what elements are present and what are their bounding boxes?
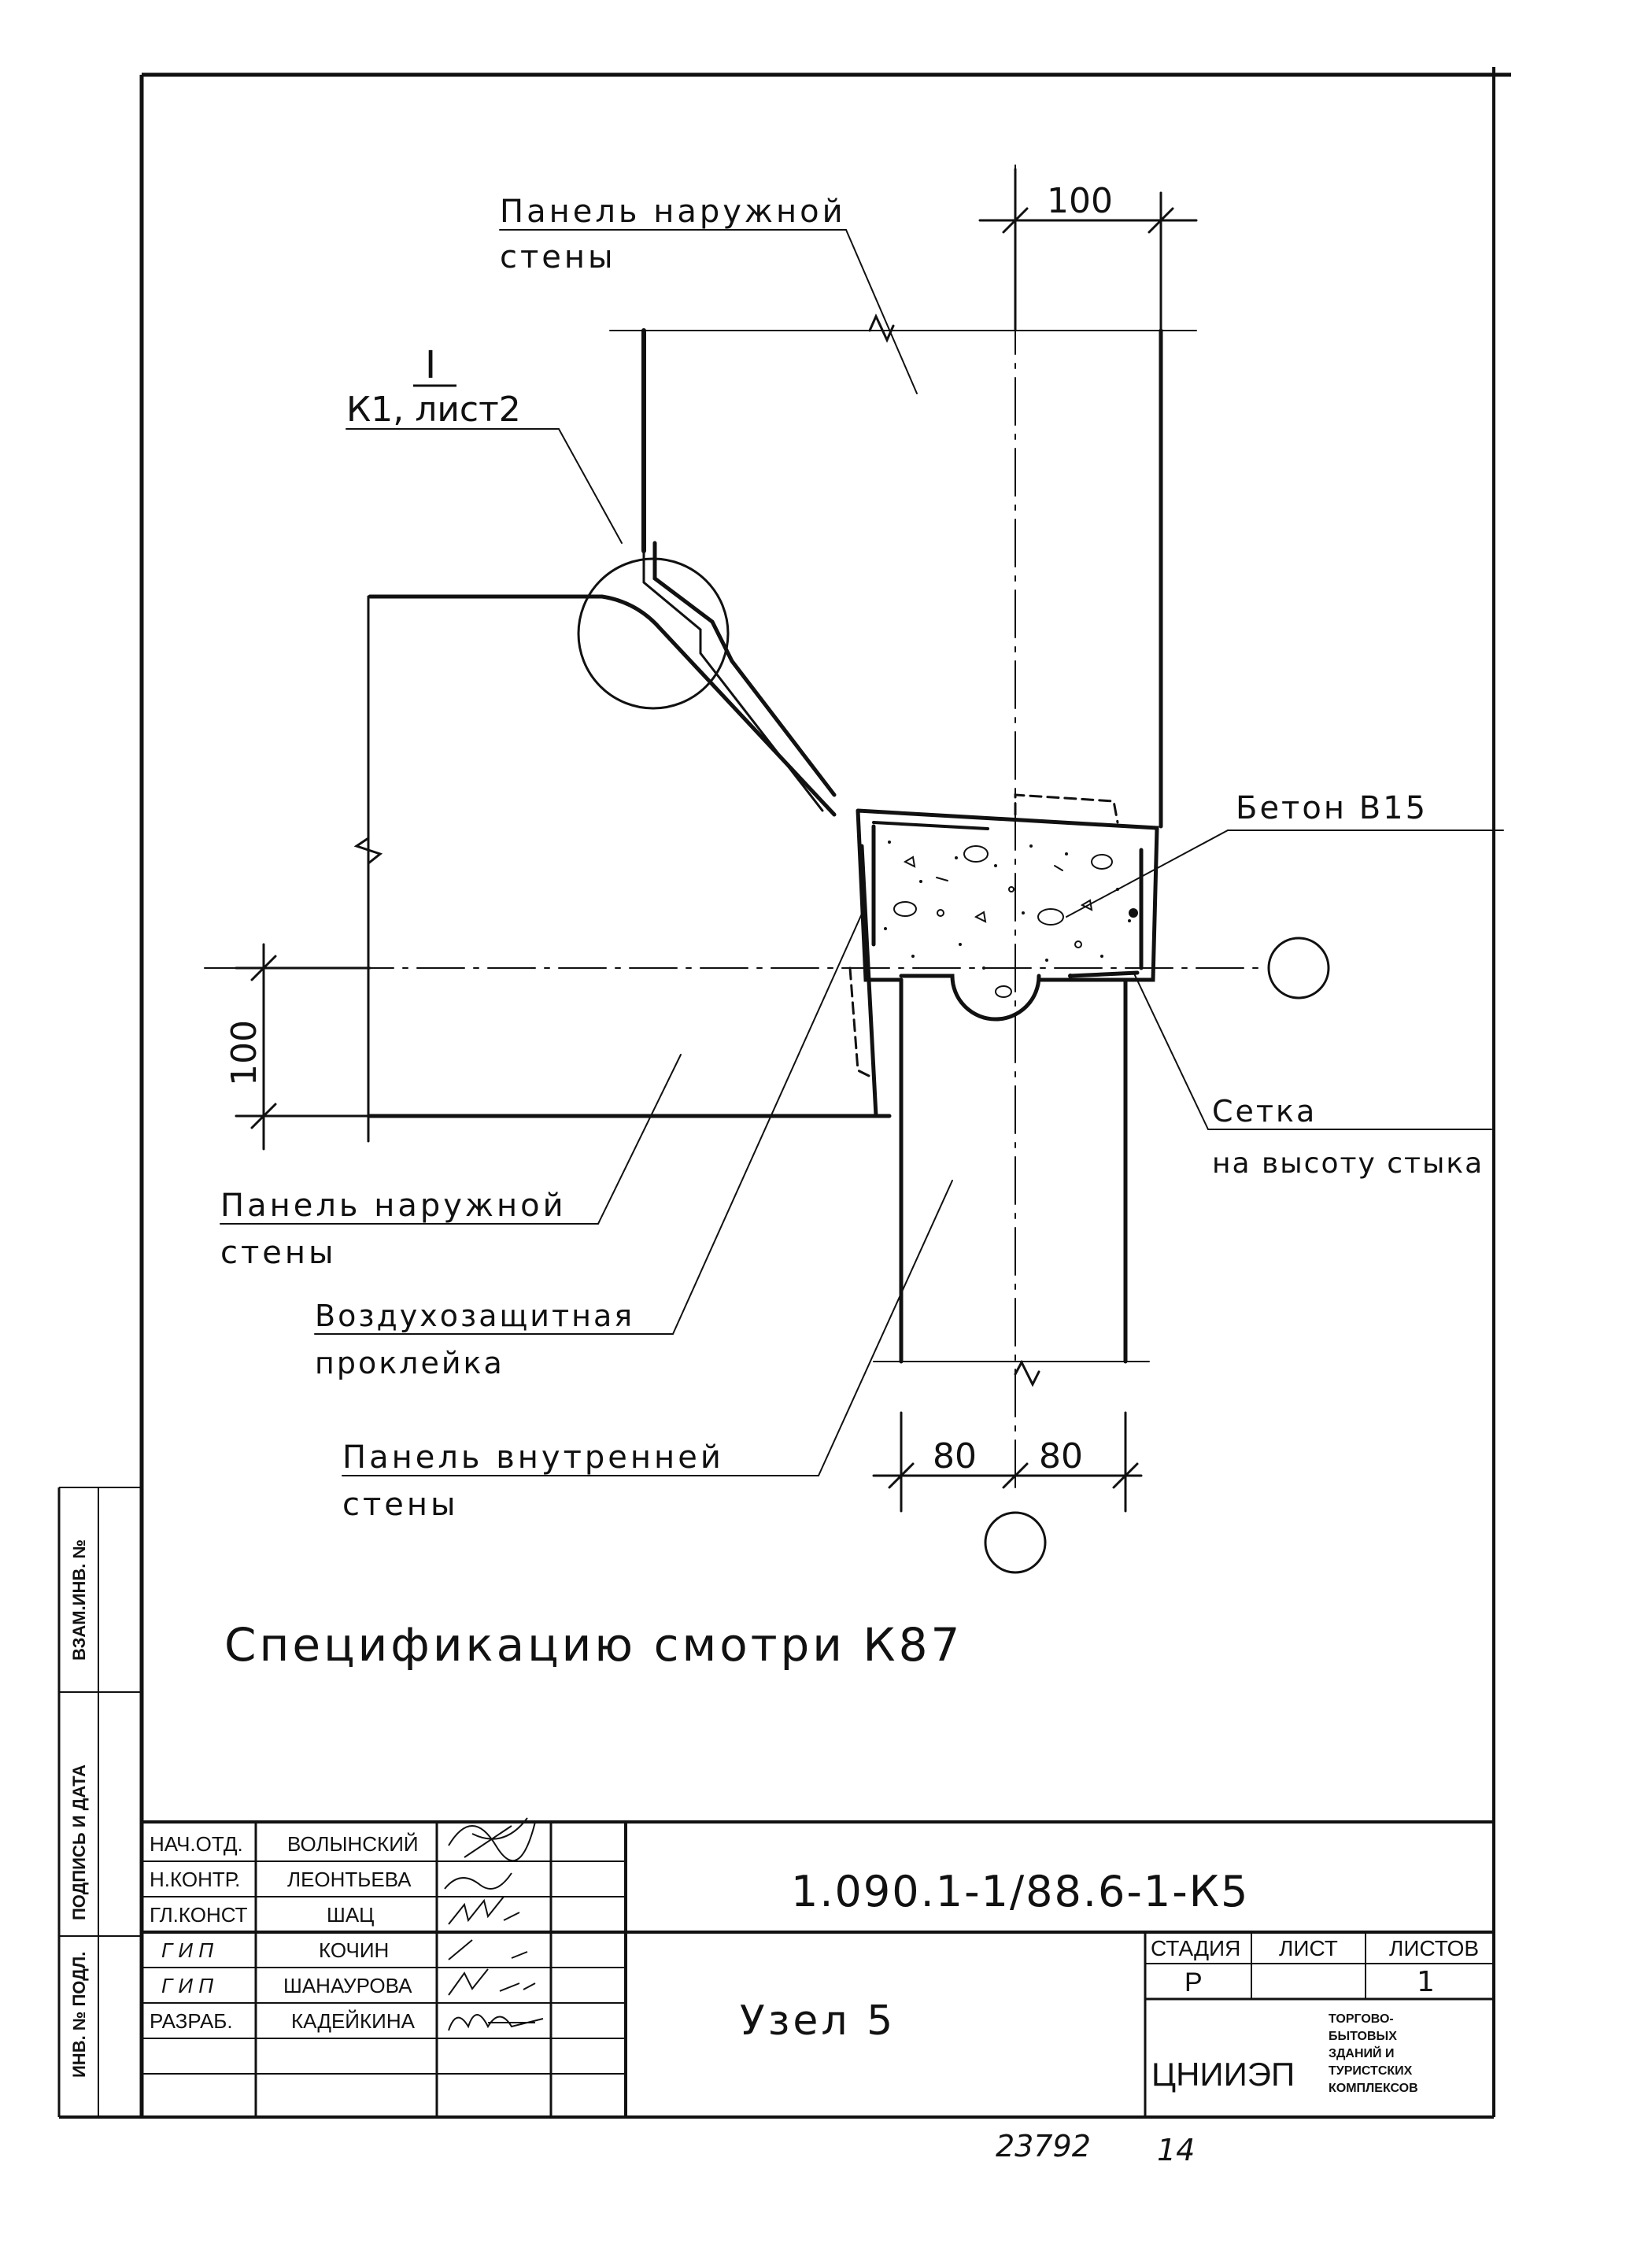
title-block (142, 1820, 1494, 2117)
node-drawing (204, 164, 1504, 1574)
role-gl-konst: ГЛ.КОНСТ (150, 1903, 248, 1927)
side-stamp-inv-podl: ИНВ. № ПОДЛ. (69, 1952, 89, 2078)
footer: 23792 14 (996, 2129, 1195, 2167)
role-gip-1: Г И П (161, 1938, 213, 1962)
name-razrab: КАДЕЙКИНА (291, 2009, 416, 2033)
org-sub-1: ТОРГОВО- (1329, 2012, 1394, 2026)
axis-marker-right (1267, 937, 1330, 1000)
label-outer-panel-top-line2: стены (500, 239, 616, 275)
node-ref-sheet: К1, лист2 (346, 390, 521, 430)
sheet-frame (57, 67, 1511, 2119)
label-air-seal-line2: проклейка (315, 1346, 504, 1380)
name-gip-1: КОЧИН (319, 1938, 389, 1962)
label-mesh-line1: Сетка (1212, 1094, 1317, 1129)
label-inner-panel-line1: Панель внутренней (342, 1439, 724, 1476)
dimension-bottom (872, 1411, 1143, 1513)
spec-note: Спецификацию смотри К87 (224, 1618, 963, 1672)
concrete-hatch (893, 845, 1113, 998)
role-n-kontr: Н.КОНТР. (150, 1868, 240, 1891)
role-nach-otd: НАЧ.ОТД. (150, 1832, 243, 1856)
stage-header: СТАДИЯ (1151, 1936, 1240, 1960)
sheets-value: 1 (1417, 1966, 1435, 1998)
role-razrab: РАЗРАБ. (150, 2009, 233, 2033)
sheet-title: Узел 5 (740, 1997, 896, 2045)
org-sub-2: БЫТОВЫХ (1329, 2030, 1397, 2043)
name-gl-konst: ШАЦ (327, 1903, 374, 1927)
label-mesh-line2: на высоту стыка (1212, 1147, 1484, 1180)
sheets-header: ЛИСТОВ (1389, 1936, 1479, 1960)
label-air-seal-line1: Воздухозащитная (315, 1299, 634, 1333)
dimension-left-value: 100 (224, 1020, 264, 1086)
node-ref-roman: I (425, 343, 436, 387)
org-sub-3: ЗДАНИЙ И (1329, 2045, 1394, 2060)
sheet-header: ЛИСТ (1279, 1936, 1338, 1960)
page-number: 14 (1157, 2133, 1195, 2167)
concrete-dots (884, 841, 1138, 978)
org-sub-4: ТУРИСТСКИХ (1329, 2064, 1413, 2078)
dimension-bottom-right-value: 80 (1039, 1436, 1083, 1476)
name-nach-otd: ВОЛЫНСКИЙ (287, 1832, 419, 1856)
inventory-number: 23792 (996, 2129, 1091, 2163)
document-designation: 1.090.1-1/88.6-1-К5 (791, 1867, 1249, 1916)
org-name: ЦНИИЭП (1151, 2056, 1295, 2093)
dimension-left (235, 943, 371, 1151)
name-gip-2: ШАНАУРОВА (283, 1974, 412, 1997)
stage-value: Р (1184, 1968, 1203, 1997)
label-inner-panel-line2: стены (342, 1487, 459, 1523)
label-concrete: Бетон В15 (1236, 790, 1428, 826)
name-n-kontr: ЛЕОНТЬЕВА (287, 1868, 412, 1891)
side-stamp-vzam-inv: ВЗАМ.ИНВ. № (69, 1539, 89, 1661)
role-gip-2: Г И П (161, 1974, 213, 1997)
side-stamp: ИНВ. № ПОДЛ. ПОДПИСЬ И ДАТА ВЗАМ.ИНВ. № (69, 1539, 89, 2078)
label-outer-panel-left-line2: стены (220, 1235, 337, 1271)
dimension-top-value: 100 (1047, 181, 1113, 221)
signatures (444, 1817, 544, 2031)
org-sub-5: КОМПЛЕКСОВ (1329, 2082, 1418, 2095)
side-stamp-podpis-data: ПОДПИСЬ И ДАТА (69, 1764, 89, 1920)
dimension-top (978, 168, 1198, 332)
drawing-labels: Панель наружной стены I К1, лист2 Бетон … (220, 181, 1484, 1672)
dimension-bottom-left-value: 80 (933, 1436, 977, 1476)
axis-marker-bottom (984, 1511, 1047, 1574)
label-outer-panel-left-line1: Панель наружной (220, 1188, 567, 1224)
label-outer-panel-top-line1: Панель наружной (500, 194, 846, 230)
axis-lines (204, 164, 1260, 1496)
leader-lines (220, 229, 1504, 1476)
title-block-texts: НАЧ.ОТД. ВОЛЫНСКИЙ Н.КОНТР. ЛЕОНТЬЕВА ГЛ… (150, 1832, 1479, 2095)
